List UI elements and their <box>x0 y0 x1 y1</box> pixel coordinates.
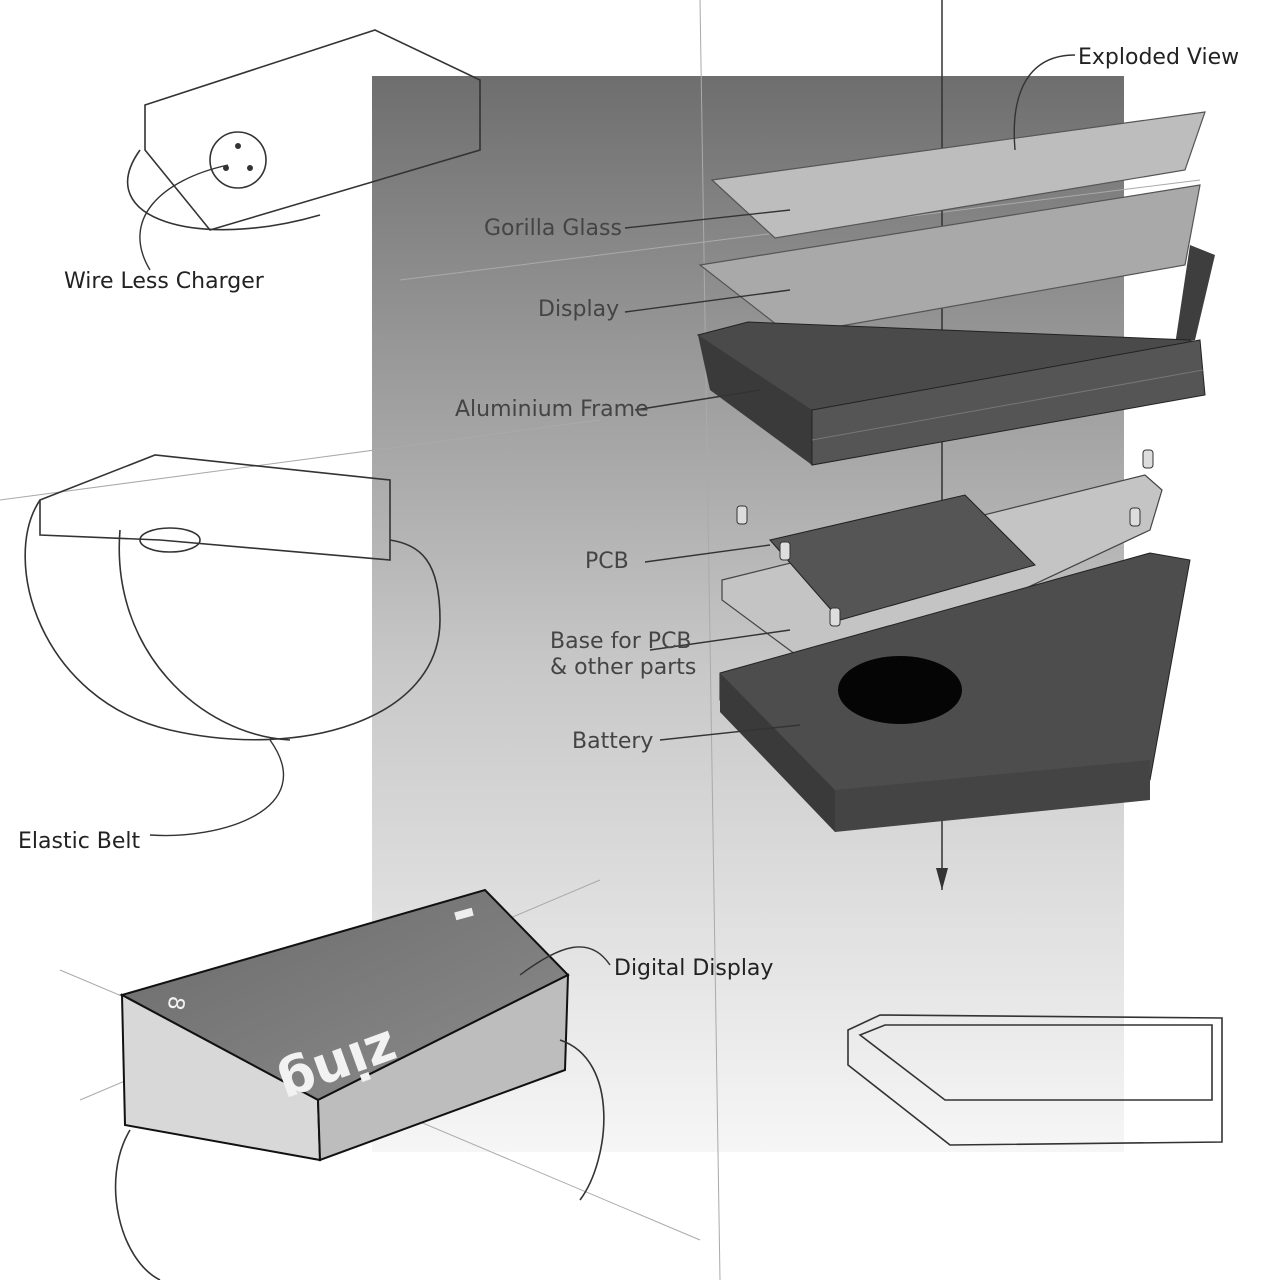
label-aluminium-frame: Aluminium Frame <box>455 397 649 422</box>
aluminium-frame-layer <box>697 245 1215 466</box>
zing-device: zing 8 <box>114 888 605 1280</box>
status-indicator <box>454 907 474 921</box>
charger-sketch <box>126 29 481 231</box>
leader-lines <box>139 54 1076 976</box>
screw-icons <box>736 449 1154 627</box>
battery-cutout <box>838 656 962 724</box>
label-pcb: PCB <box>585 549 629 574</box>
battery-layer <box>719 552 1191 832</box>
elastic-belt-sketch <box>24 454 441 741</box>
frame-outline-sketch <box>847 1014 1223 1146</box>
label-gorilla-glass: Gorilla Glass <box>484 216 622 241</box>
device-digit: 8 <box>162 994 189 1012</box>
label-battery: Battery <box>572 729 653 754</box>
label-wireless-charger: Wire Less Charger <box>64 269 265 294</box>
display-layer <box>698 184 1201 336</box>
arrow-down-icon <box>936 868 948 890</box>
label-display: Display <box>538 297 619 322</box>
label-base-line2: & other parts <box>550 655 696 680</box>
title-exploded-view: Exploded View <box>1078 45 1239 70</box>
label-elastic-belt: Elastic Belt <box>18 829 141 854</box>
label-digital-display: Digital Display <box>614 956 773 981</box>
pcb-board <box>769 494 1036 621</box>
label-base-line1: Base for PCB <box>550 629 692 654</box>
gorilla-glass-layer <box>710 111 1206 239</box>
